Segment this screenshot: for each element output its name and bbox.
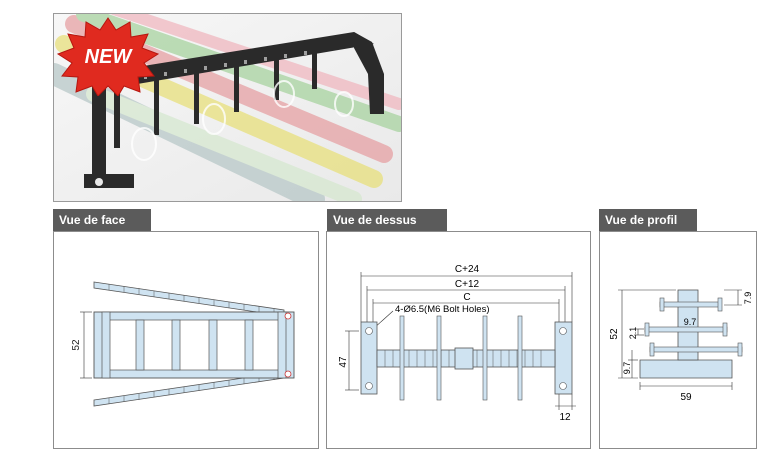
dimension-12: 12 [559, 412, 571, 423]
top-view-drawing: C+24 C+12 C 4-Ø6.5(M6 Bolt Holes) 47 12 [338, 264, 576, 423]
profile-view-panel: 52 7.9 9.7 2.1 9.7 59 [599, 231, 757, 449]
dimension-c: C [463, 292, 470, 303]
front-view-drawing: 52 [71, 281, 295, 407]
section-tab-top-view: Vue de dessus [327, 209, 447, 231]
front-height-dimension: 52 [71, 339, 82, 351]
section-tab-profile-view: Vue de profil [599, 209, 697, 231]
profile-dimension-59: 59 [680, 392, 692, 403]
profile-dimension-9-7-side: 9.7 [622, 362, 632, 375]
profile-dimension-7-9: 7.9 [743, 292, 753, 305]
profile-view-drawing: 52 7.9 9.7 2.1 9.7 59 [609, 289, 753, 403]
dimension-c-plus-12: C+12 [455, 279, 480, 290]
dimension-c-plus-24: C+24 [455, 264, 480, 275]
bolt-holes-note: 4-Ø6.5(M6 Bolt Holes) [395, 304, 490, 315]
top-view-panel: C+24 C+12 C 4-Ø6.5(M6 Bolt Holes) 47 12 [326, 231, 591, 449]
front-view-panel: 52 [53, 231, 319, 449]
section-tab-front-view: Vue de face [53, 209, 151, 231]
cable-carrier-illustration [54, 14, 401, 201]
dimension-47: 47 [338, 356, 349, 368]
new-badge-label: NEW [85, 46, 134, 68]
profile-dimension-52: 52 [609, 328, 620, 340]
profile-dimension-9-7-inner: 9.7 [684, 317, 697, 327]
new-badge: NEW [56, 17, 160, 96]
product-photo: NEW [53, 13, 402, 202]
profile-dimension-2-1: 2.1 [628, 327, 638, 340]
